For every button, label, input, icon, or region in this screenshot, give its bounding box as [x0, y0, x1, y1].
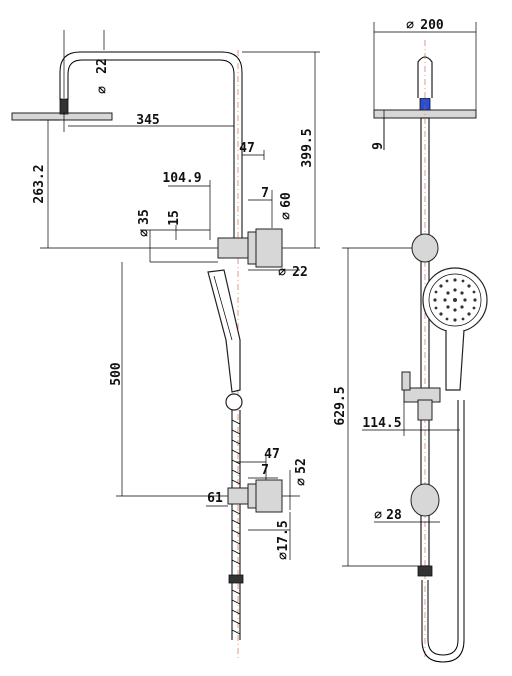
svg-text:⌀: ⌀ [276, 552, 291, 560]
dim-head-thickness: 9 [371, 142, 386, 150]
dim-holder-depth: 15 [167, 210, 182, 226]
dim-flange-dia: 60 [279, 192, 294, 208]
hand-shower-side [207, 269, 241, 393]
dim-lower-projection: 61 [207, 491, 223, 506]
svg-text:⌀: ⌀ [137, 229, 152, 237]
svg-text:⌀: ⌀ [294, 478, 309, 486]
front-elevation [342, 22, 488, 663]
svg-text:⌀: ⌀ [279, 212, 294, 220]
dim-head-dia: 200 [420, 18, 444, 33]
shower-arm [59, 51, 243, 240]
svg-text:⌀: ⌀ [278, 265, 286, 280]
dim-bracket-depth: 114.5 [362, 416, 401, 431]
lower-connector [227, 487, 249, 505]
dim-outlet-spacing: 47 [239, 141, 255, 156]
side-elevation [11, 30, 320, 660]
svg-text:⌀: ⌀ [95, 86, 110, 94]
dim-rail-offset: 104.9 [162, 171, 201, 186]
svg-text:⌀: ⌀ [374, 508, 382, 523]
dim-arm-reach: 345 [136, 113, 159, 128]
dim-lower-pipe: 17.5 [276, 520, 291, 551]
dim-cover-depth: 7 [261, 186, 269, 201]
upper-connector [217, 237, 249, 259]
dim-rail-length: 629.5 [333, 386, 348, 425]
dim-lower-flange: 52 [294, 458, 309, 474]
dim-rail-dia: 28 [386, 508, 402, 523]
dim-shower-arm-dia: 22 [95, 58, 110, 74]
dim-head-height: 263.2 [32, 164, 47, 203]
dim-top-height: 399.5 [300, 128, 315, 167]
dim-pipe-dia: 22 [292, 265, 308, 280]
hand-shower-front [422, 267, 488, 391]
dim-lower-height: 500 [109, 362, 124, 386]
dim-lower-spacing: 47 [264, 447, 280, 462]
dim-lower-cover: 7 [261, 463, 269, 478]
svg-text:⌀: ⌀ [406, 18, 414, 33]
dim-holder-dia: 35 [137, 209, 152, 225]
